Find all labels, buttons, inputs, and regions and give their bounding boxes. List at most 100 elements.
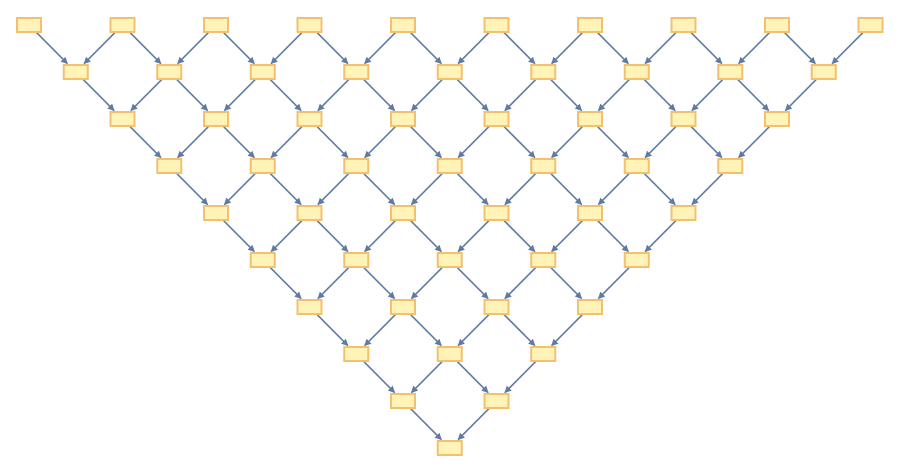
- graph-node: [483, 111, 510, 127]
- graph-node: [436, 158, 463, 174]
- graph-node: [109, 111, 136, 127]
- edge-arrow: [223, 220, 255, 253]
- edge-arrow: [270, 220, 303, 253]
- graph-node: [343, 252, 370, 268]
- graph-node: [390, 111, 416, 127]
- edge-arrow: [504, 173, 537, 206]
- graph-node: [249, 64, 276, 80]
- edge-arrow: [504, 267, 537, 300]
- graph-node: [623, 64, 650, 80]
- edge-arrow: [551, 314, 583, 347]
- edge-arrow: [551, 220, 583, 253]
- edge-arrow: [410, 267, 443, 300]
- edge-arrow: [504, 79, 537, 112]
- edge-arrow: [690, 32, 723, 65]
- edge-arrow: [317, 79, 350, 112]
- edge-arrow: [130, 79, 163, 112]
- edge-arrow: [317, 173, 350, 206]
- graph-node: [623, 252, 650, 268]
- graph-node: [156, 158, 183, 174]
- graph-node: [717, 64, 744, 80]
- edge-arrow: [364, 126, 396, 159]
- edge-arrow: [317, 267, 350, 300]
- edge-arrow: [550, 79, 583, 112]
- edge-arrow: [129, 32, 162, 65]
- graph-node: [343, 64, 370, 80]
- edge-arrow: [456, 361, 489, 394]
- edge-arrow: [363, 173, 396, 206]
- edge-arrow: [410, 220, 442, 253]
- graph-node: [577, 17, 603, 33]
- graph-node: [203, 111, 229, 127]
- edge-arrow: [177, 32, 209, 65]
- edge-arrow: [316, 314, 349, 347]
- edge-arrow: [597, 220, 629, 253]
- graph-node: [764, 17, 790, 33]
- graph-node: [16, 17, 42, 33]
- graph-node: [203, 205, 229, 221]
- edge-arrow: [176, 173, 209, 206]
- edge-arrow: [269, 173, 302, 206]
- edge-arrow: [223, 32, 255, 65]
- graph-node: [483, 17, 510, 33]
- edge-arrow: [410, 361, 443, 394]
- graph-node: [530, 64, 557, 80]
- graph-node: [670, 205, 697, 221]
- graph-node: [390, 205, 416, 221]
- edge-arrow: [269, 267, 302, 300]
- edge-arrow: [690, 126, 723, 159]
- edge-arrow: [363, 79, 396, 112]
- graph-node: [296, 299, 323, 315]
- edge-arrow: [643, 173, 676, 206]
- edge-arrow: [270, 126, 303, 159]
- edge-arrow: [644, 126, 677, 159]
- edge-arrow: [551, 32, 583, 65]
- edge-arrow: [738, 126, 770, 159]
- edge-arrow: [597, 126, 629, 159]
- graph-node: [62, 64, 89, 80]
- edge-arrow: [550, 173, 583, 206]
- graph-node: [109, 17, 136, 33]
- graph-node: [670, 111, 697, 127]
- edge-arrow: [784, 32, 816, 65]
- graph-node: [296, 111, 323, 127]
- edge-arrow: [410, 32, 442, 65]
- graph-node: [530, 346, 557, 362]
- graph-node: [764, 111, 790, 127]
- edge-arrow: [503, 314, 536, 347]
- edge-arrow: [176, 79, 209, 112]
- graph-node: [623, 158, 650, 174]
- edge-arrow: [691, 79, 724, 112]
- edge-arrow: [410, 173, 443, 206]
- edge-arrow: [457, 126, 490, 159]
- graph-node: [203, 17, 229, 33]
- edge-arrow: [456, 267, 489, 300]
- edge-arrow: [737, 79, 770, 112]
- edge-arrow: [363, 267, 396, 300]
- edge-arrow: [457, 32, 490, 65]
- edge-arrow: [503, 220, 536, 253]
- edge-arrow: [551, 126, 583, 159]
- edge-arrow: [129, 126, 162, 159]
- graph-node: [483, 393, 510, 409]
- graph-node: [436, 252, 463, 268]
- graph-node: [577, 299, 603, 315]
- graph-node: [530, 158, 557, 174]
- graph-node: [296, 17, 323, 33]
- graph-node: [483, 205, 510, 221]
- edge-arrow: [456, 79, 489, 112]
- edge-arrow: [831, 32, 864, 65]
- edge-arrow: [316, 126, 349, 159]
- edge-arrow: [457, 408, 490, 441]
- graph-node: [436, 346, 463, 362]
- graph-node: [717, 158, 744, 174]
- graph-node: [343, 346, 370, 362]
- edge-arrow: [503, 32, 536, 65]
- edge-arrow: [457, 220, 490, 253]
- edge-arrow: [410, 408, 442, 441]
- graph-node: [343, 158, 370, 174]
- edges-group: [36, 32, 864, 441]
- edge-arrow: [644, 220, 677, 253]
- graph-node: [249, 252, 276, 268]
